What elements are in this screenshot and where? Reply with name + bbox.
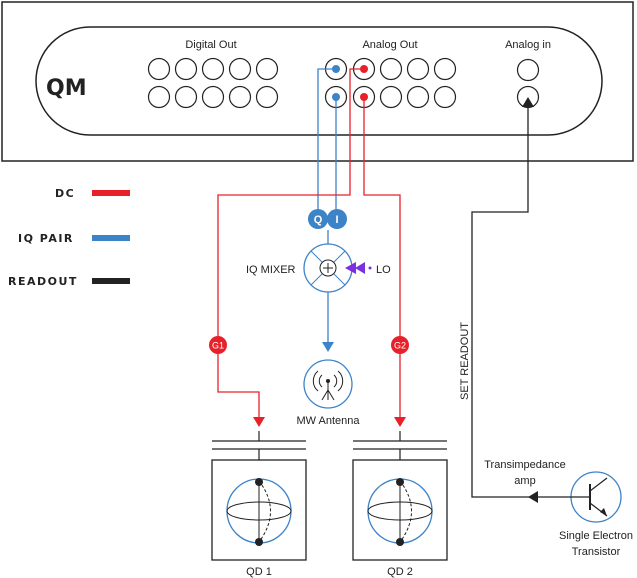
lo-dot — [368, 266, 372, 270]
i-badge — [327, 209, 347, 229]
set-readout-label: SET READOUT — [459, 322, 471, 400]
amp-arrow — [528, 491, 538, 503]
amp-label-line1: Transimpedance — [484, 459, 566, 471]
g1-label: G1 — [212, 341, 224, 351]
legend-dc-swatch — [92, 190, 130, 196]
qd1-bloch-sphere-icon — [226, 478, 292, 546]
analog-port[interactable] — [379, 85, 403, 109]
qm-logo: QM — [46, 76, 87, 101]
qd1-label: QD 1 — [246, 566, 272, 578]
digital-out-label: Digital Out — [185, 39, 236, 51]
legend-iq-swatch — [92, 235, 130, 241]
q-label: Q — [314, 214, 323, 226]
qd2-label: QD 2 — [387, 566, 413, 578]
digital-port[interactable] — [255, 57, 279, 81]
amp-label-line2: amp — [514, 475, 535, 487]
digital-port[interactable] — [228, 85, 252, 109]
i-label: I — [335, 214, 338, 226]
iq-mixer-label: IQ MIXER — [246, 264, 296, 276]
qd2-arrow — [394, 417, 406, 427]
qd2-bloch-sphere-icon — [367, 478, 433, 546]
analog-port[interactable] — [406, 85, 430, 109]
antenna-arrow — [322, 342, 334, 352]
g1-badge — [209, 336, 227, 354]
digital-port[interactable] — [201, 57, 225, 81]
qd1-gate-lines — [212, 431, 306, 460]
analog-in-label: Analog in — [505, 39, 551, 51]
analog-port[interactable] — [433, 85, 457, 109]
analog-port[interactable] — [406, 57, 430, 81]
digital-port[interactable] — [255, 85, 279, 109]
analog-out-ports — [324, 57, 457, 109]
digital-port[interactable] — [174, 85, 198, 109]
analog-port[interactable] — [379, 57, 403, 81]
digital-port[interactable] — [147, 57, 171, 81]
digital-port[interactable] — [228, 57, 252, 81]
lo-label: LO — [376, 264, 391, 276]
mw-antenna-label: MW Antenna — [297, 415, 361, 427]
legend-readout-swatch — [92, 278, 130, 284]
legend-readout-label: READOUT — [8, 275, 78, 288]
analog-out-label: Analog Out — [362, 39, 417, 51]
digital-port[interactable] — [147, 85, 171, 109]
controller-panel — [35, 26, 603, 136]
legend-iq-label: IQ PAIR — [18, 232, 74, 245]
iq-wires — [317, 68, 337, 343]
qd1-arrow — [253, 417, 265, 427]
lo-arrow-2 — [355, 262, 365, 274]
transistor-label-line2: Transistor — [572, 546, 621, 558]
readout-wire — [471, 117, 530, 498]
digital-port[interactable] — [174, 57, 198, 81]
qd2-gate-lines — [353, 431, 447, 460]
g2-label: G2 — [394, 341, 406, 351]
transistor-label-line1: Single Electron — [559, 530, 633, 542]
analog-port[interactable] — [433, 57, 457, 81]
digital-port[interactable] — [201, 85, 225, 109]
analog-in-arrow — [522, 97, 534, 107]
analog-in-port-1[interactable] — [516, 58, 540, 82]
dc-wires — [217, 68, 401, 418]
q-badge — [308, 209, 328, 229]
mw-antenna-icon — [303, 359, 353, 409]
digital-out-ports — [147, 57, 279, 109]
iq-mixer — [303, 243, 353, 293]
legend-dc-label: DC — [55, 187, 75, 200]
g2-badge — [391, 336, 409, 354]
lo-arrow — [345, 262, 356, 274]
transistor-icon — [570, 471, 622, 523]
